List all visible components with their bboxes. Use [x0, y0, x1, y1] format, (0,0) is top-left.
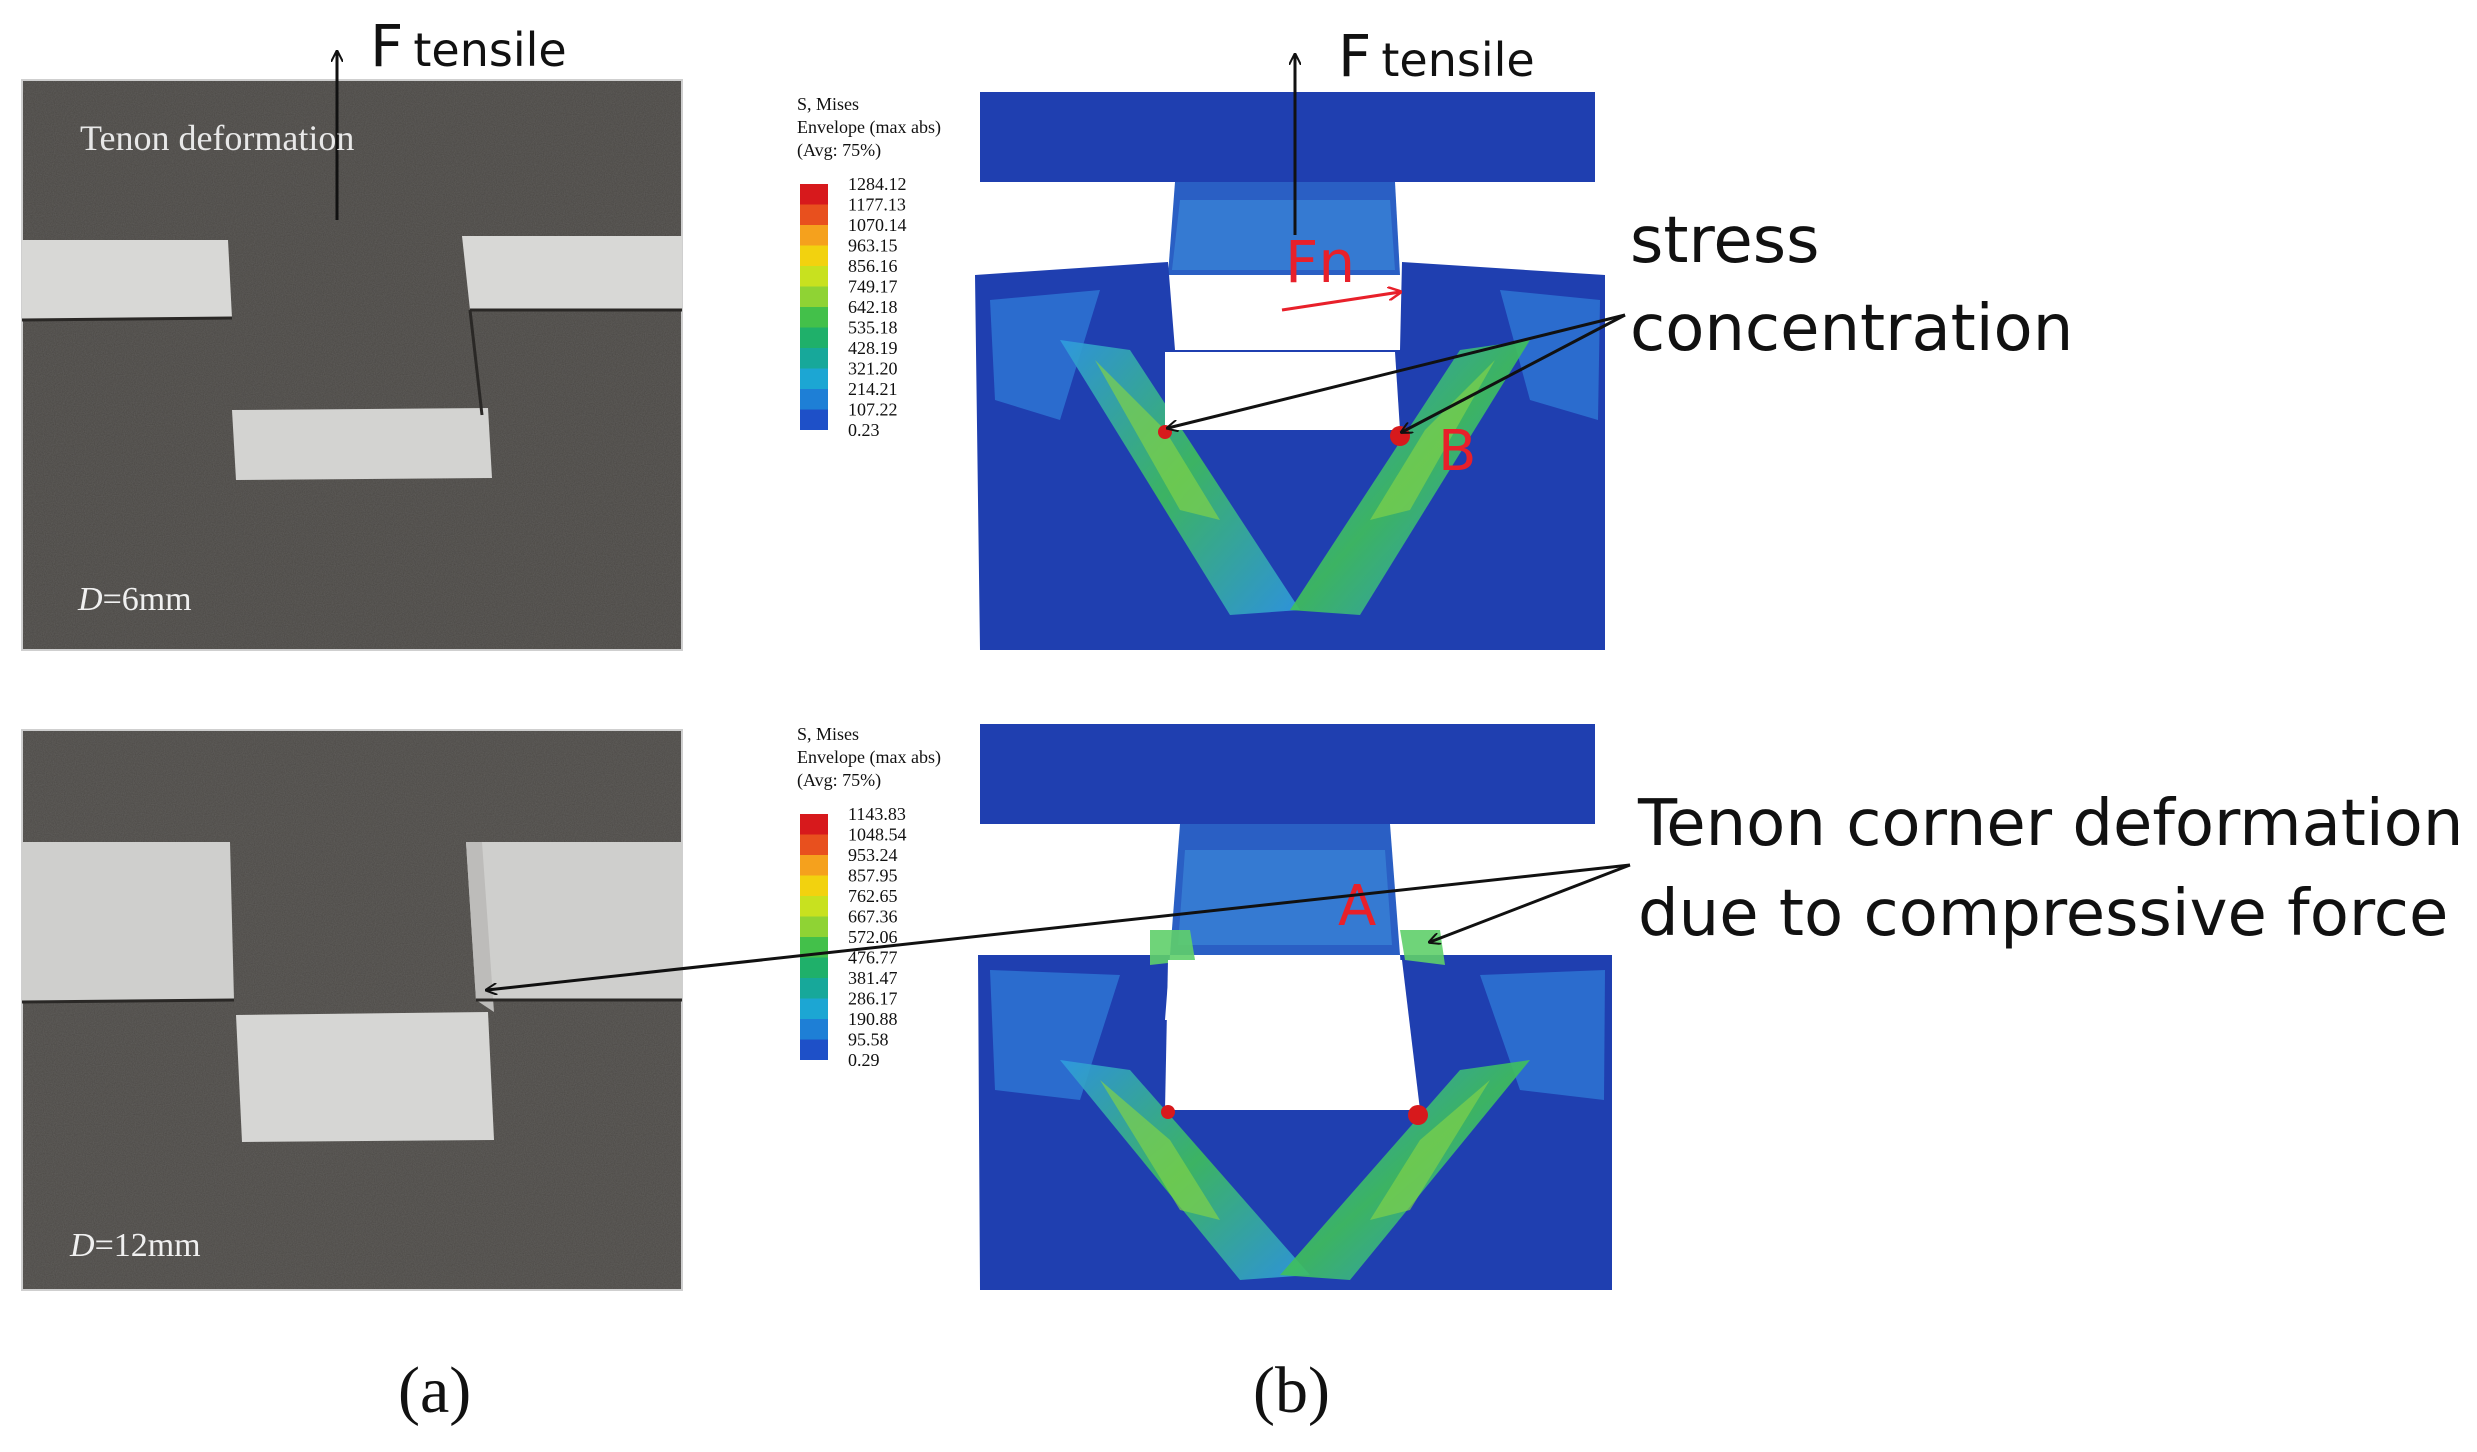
legend-bottom: S, Mises Envelope (max abs) (Avg: 75%) 1…	[797, 724, 941, 1070]
photo-bottom	[21, 729, 683, 1291]
photo-top	[21, 79, 683, 651]
panel-a-label: (a)	[398, 1354, 471, 1427]
b-label: B	[1438, 419, 1476, 484]
tenon-arrow-left	[487, 863, 1631, 990]
annotation-stress-line-1: stress	[1630, 204, 1819, 278]
legend-bottom-title-1: S, Mises	[797, 724, 859, 744]
legend-bottom-value: 286.17	[848, 989, 898, 1009]
panel-b-label: (b)	[1253, 1354, 1330, 1427]
legend-top-swatch	[800, 348, 828, 369]
legend-top-value: 1284.12	[848, 174, 907, 194]
legend-bottom-swatch	[800, 1019, 828, 1040]
legend-bottom-swatch	[800, 998, 828, 1019]
fn-arrow	[1281, 292, 1400, 312]
legend-bottom-value: 953.24	[848, 845, 898, 865]
legend-top-value: 856.16	[848, 256, 898, 276]
legend-bottom-value: 762.65	[848, 886, 898, 906]
legend-top-value: 1177.13	[848, 195, 906, 215]
annotation-tenon-line-2: due to compressive force	[1638, 877, 2448, 951]
legend-top-swatch	[800, 184, 828, 205]
legend-top-swatch	[800, 225, 828, 246]
legend-top-swatch	[800, 368, 828, 389]
legend-top-value: 1070.14	[848, 215, 907, 235]
legend-bottom-value: 1143.83	[848, 804, 906, 824]
legend-bottom-swatch	[800, 957, 828, 978]
legend-top-swatch	[800, 286, 828, 307]
tenon-arrow-right	[1430, 863, 1631, 942]
stress-arrow-right	[1402, 313, 1626, 432]
dim-label-bottom: D=12mm	[69, 1227, 201, 1264]
legend-top-swatch	[800, 266, 828, 287]
legend-top-swatch	[800, 245, 828, 266]
legend-bottom-value: 572.06	[848, 927, 898, 947]
legend-bottom-swatch	[800, 814, 828, 835]
legend-top-swatch	[800, 389, 828, 410]
legend-bottom-value: 95.58	[848, 1030, 889, 1050]
legend-bottom-value: 381.47	[848, 968, 898, 988]
legend-bottom-swatch	[800, 916, 828, 937]
legend-bottom-title-2: Envelope (max abs)	[797, 747, 941, 768]
legend-top-swatch	[800, 204, 828, 225]
a-label: A	[1338, 874, 1376, 939]
annotation-tenon-line-1: Tenon corner deformation	[1637, 787, 2463, 861]
photo-caption: Tenon deformation	[80, 118, 354, 158]
legend-top-value: 0.23	[848, 420, 880, 440]
legend-top-swatch	[800, 327, 828, 348]
annotation-stress-line-2: concentration	[1630, 292, 2073, 366]
legend-bottom-swatch	[800, 896, 828, 917]
fea-bottom	[978, 724, 1612, 1290]
legend-top-value: 428.19	[848, 338, 898, 358]
legend-bottom-value: 857.95	[848, 866, 898, 886]
legend-top-title-3: (Avg: 75%)	[797, 140, 881, 161]
legend-top-value: 642.18	[848, 297, 898, 317]
legend-top-value: 535.18	[848, 318, 898, 338]
fea-top	[975, 92, 1605, 650]
legend-top-value: 321.20	[848, 359, 898, 379]
dim-label-top: D=6mm	[77, 581, 192, 618]
legend-bottom-swatch	[800, 1039, 828, 1060]
legend-top-value: 107.22	[848, 400, 898, 420]
legend-bottom-swatch	[800, 875, 828, 896]
legend-top-swatch	[800, 307, 828, 328]
legend-bottom-value: 667.36	[848, 907, 898, 927]
legend-top: S, Mises Envelope (max abs) (Avg: 75%) 1…	[797, 94, 941, 440]
legend-top-value: 214.21	[848, 379, 898, 399]
legend-bottom-value: 190.88	[848, 1009, 898, 1029]
legend-top-value: 749.17	[848, 277, 898, 297]
legend-bottom-value: 1048.54	[848, 825, 907, 845]
legend-bottom-swatch	[800, 834, 828, 855]
fn-label: Fn	[1285, 228, 1355, 296]
legend-bottom-swatch	[800, 855, 828, 876]
legend-bottom-title-3: (Avg: 75%)	[797, 770, 881, 791]
legend-top-title-1: S, Mises	[797, 94, 859, 114]
legend-top-swatch	[800, 409, 828, 430]
legend-bottom-swatch	[800, 978, 828, 999]
stress-arrow-left	[1168, 313, 1626, 428]
legend-bottom-value: 476.77	[848, 948, 898, 968]
legend-top-value: 963.15	[848, 236, 898, 256]
legend-top-title-2: Envelope (max abs)	[797, 117, 941, 138]
legend-bottom-value: 0.29	[848, 1050, 880, 1070]
